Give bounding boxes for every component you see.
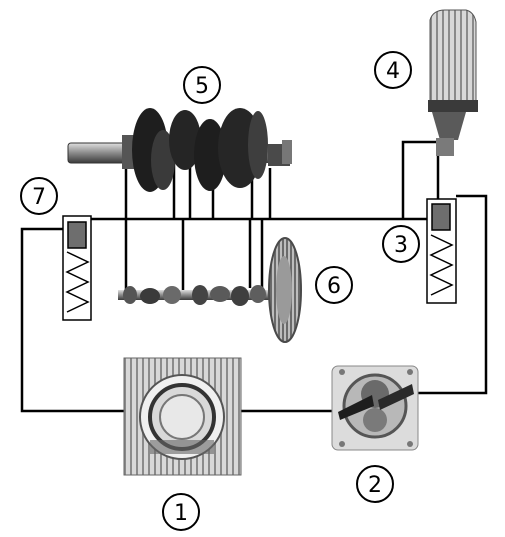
camshaft-image	[118, 237, 302, 343]
oil-pump-image	[331, 365, 419, 451]
callout-6: 6	[315, 266, 353, 304]
left-return-line	[20, 227, 124, 413]
crankshaft-image	[67, 108, 292, 192]
callout-4: 4	[374, 51, 412, 89]
callout-4-label: 4	[386, 59, 400, 84]
pressure-valve-right	[426, 198, 457, 304]
pressure-valve-left	[62, 215, 92, 321]
callout-6-label: 6	[327, 274, 341, 299]
callout-1-label: 1	[174, 501, 188, 526]
callout-2-label: 2	[368, 473, 382, 498]
callout-1: 1	[162, 493, 200, 531]
valve-spring-right	[429, 234, 454, 296]
callout-2: 2	[356, 465, 394, 503]
callout-7-label: 7	[32, 185, 46, 210]
valve-spring-left	[65, 251, 90, 313]
pump-to-valve-line	[412, 194, 488, 395]
callout-3: 3	[382, 225, 420, 263]
cooler-feed-line	[401, 140, 436, 219]
callout-5-label: 5	[195, 74, 209, 99]
callout-3-label: 3	[394, 233, 408, 258]
callout-7: 7	[20, 177, 58, 215]
sump-image	[123, 357, 242, 476]
oil-cooler-image	[428, 9, 478, 156]
callout-5: 5	[183, 66, 221, 104]
